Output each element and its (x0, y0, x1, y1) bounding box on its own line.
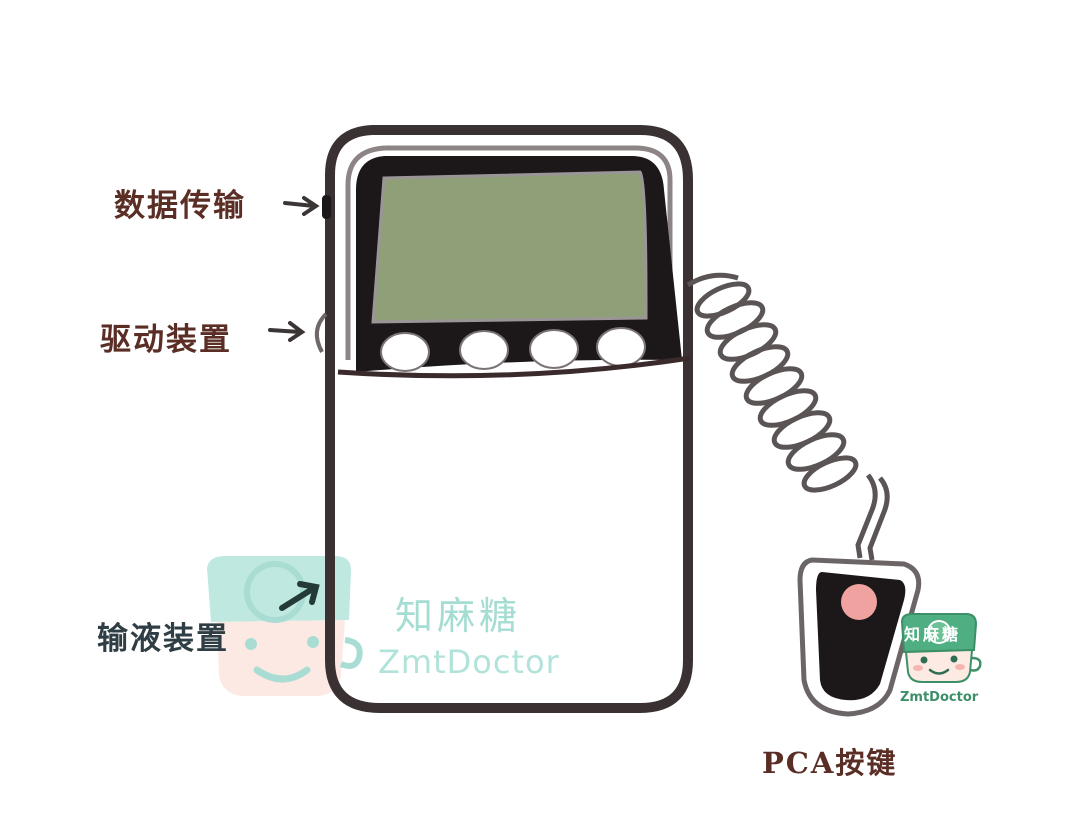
label-data-transfer: 数据传输 (114, 188, 246, 224)
pump-button-4 (596, 327, 646, 367)
coiled-cord (686, 272, 890, 561)
arrow-drive-unit (268, 321, 306, 342)
watermark-mascot-icon (207, 556, 363, 696)
pump-button-2 (459, 330, 509, 370)
watermark-brand-en: ZmtDoctor (378, 643, 560, 681)
drive-knob (314, 312, 328, 353)
label-infusion-unit: 输液装置 (97, 621, 229, 657)
logo-brand-cn: 知麻糖 (904, 625, 962, 644)
watermark-brand-cn: 知麻糖 (395, 594, 522, 638)
data-port (322, 195, 331, 219)
logo-mascot-icon (900, 613, 982, 683)
label-drive-unit: 驱动装置 (100, 322, 232, 358)
pump-button-1 (380, 332, 430, 372)
logo-brand-en: ZmtDoctor (900, 690, 979, 705)
pump-button-3 (529, 329, 579, 369)
arrow-infusion-unit (279, 581, 320, 611)
label-pca-button: PCA按键 (762, 746, 898, 780)
pca-handset-body (816, 572, 906, 701)
pump-outer-shell (325, 125, 693, 713)
pca-button (841, 584, 877, 620)
arrow-data-transfer (283, 196, 320, 216)
pump-screen (371, 170, 648, 324)
